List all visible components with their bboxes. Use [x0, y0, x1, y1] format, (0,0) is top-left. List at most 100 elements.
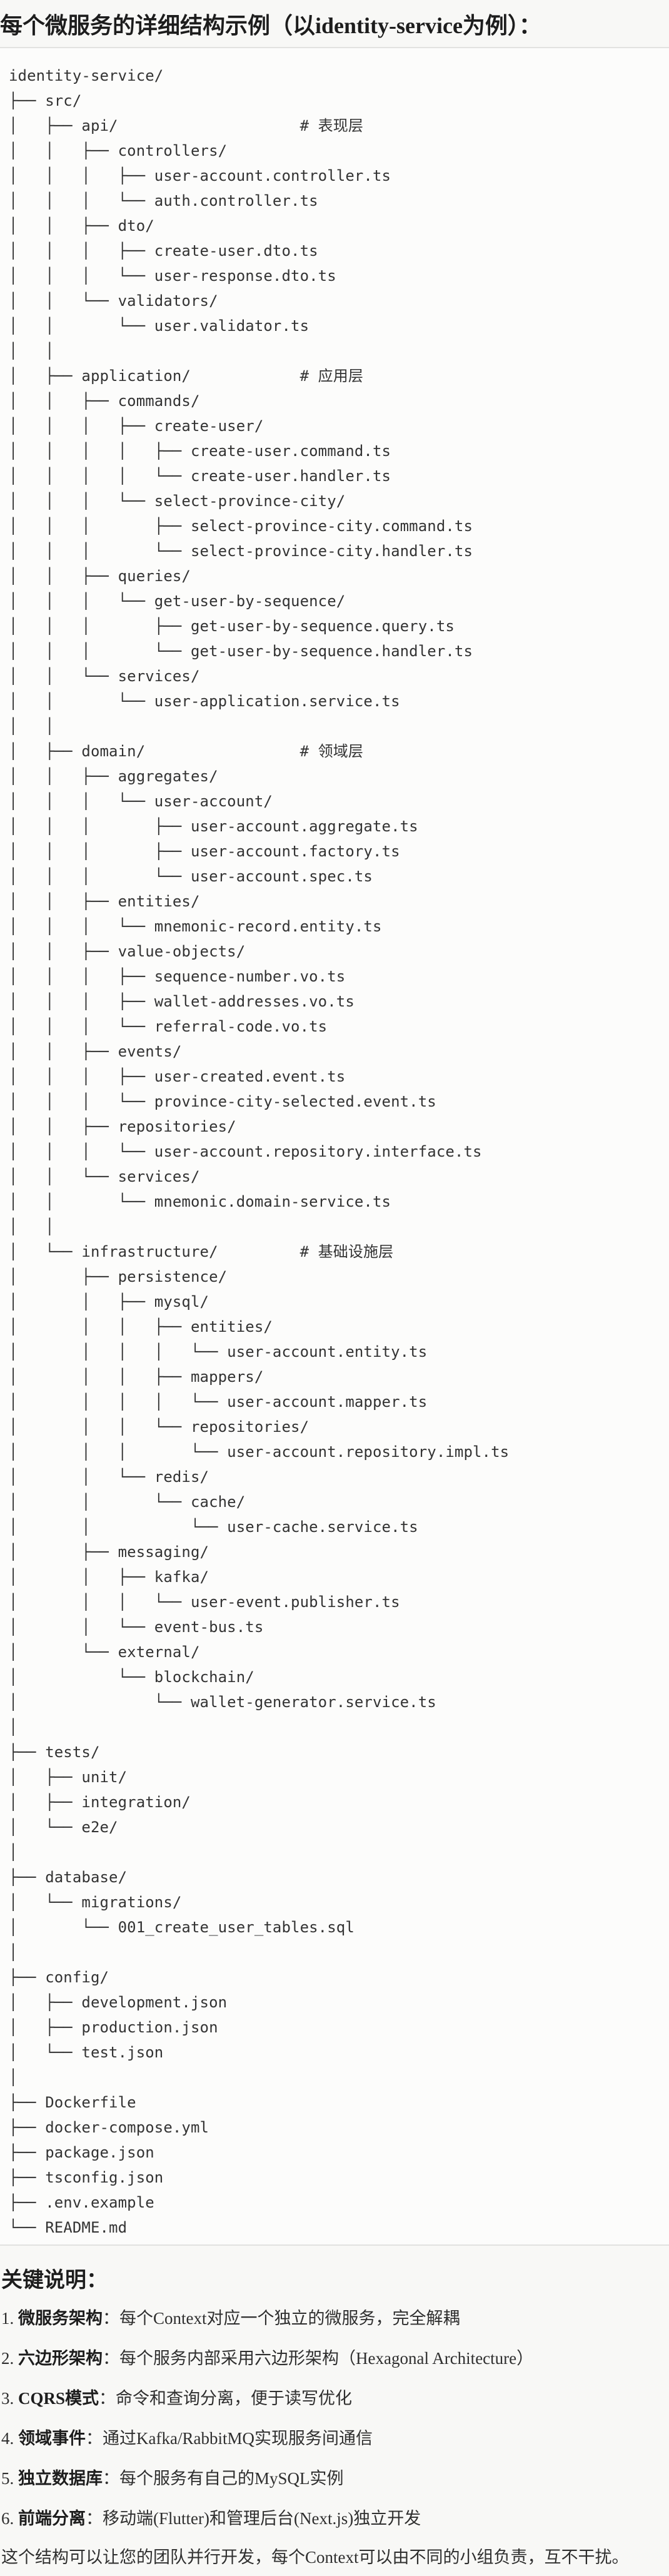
tree-line: │ ├── development.json	[9, 1994, 228, 2011]
tree-line: │ │ └── cache/	[9, 1493, 246, 1511]
tree-line: │ └── test.json	[9, 2044, 164, 2061]
tree-line: │ │ └── event-bus.ts	[9, 1618, 264, 1636]
note-number: 5.	[1, 2469, 18, 2488]
tree-line: │ │ ├── entities/	[9, 893, 200, 910]
tree-line: ├── docker-compose.yml	[9, 2119, 209, 2136]
tree-line: │ │ │ └── user-event.publisher.ts	[9, 1593, 400, 1611]
tree-line: ├── .env.example	[9, 2194, 154, 2211]
tree-line: │ ├── application/ # 应用层	[9, 367, 363, 385]
tree-line: │ │ │ ├── user-account.aggregate.ts	[9, 818, 418, 835]
tree-line: │ ├── domain/ # 领域层	[9, 743, 363, 760]
tree-line: │ │ ├── dto/	[9, 217, 154, 235]
tree-line: │ │ ├── mysql/	[9, 1293, 209, 1311]
tree-line: │ │	[9, 718, 54, 735]
key-note-item: 6. 前端分离：移动端(Flutter)和管理后台(Next.js)独立开发	[1, 2498, 669, 2538]
key-note-item: 2. 六边形架构：每个服务内部采用六边形架构（Hexagonal Archite…	[1, 2338, 669, 2378]
key-note-item: 5. 独立数据库：每个服务有自己的MySQL实例	[1, 2458, 669, 2498]
tree-line: ├── tsconfig.json	[9, 2169, 164, 2186]
tree-line: │ │ │ └── referral-code.vo.ts	[9, 1018, 328, 1035]
tree-line: │ ├── production.json	[9, 2019, 218, 2036]
tree-line: │ │ │ ├── create-user/	[9, 417, 264, 435]
note-term: 领域事件	[18, 2429, 86, 2448]
tree-line: │ │ │ ├── select-province-city.command.t…	[9, 517, 473, 535]
note-text: ：通过Kafka/RabbitMQ实现服务间通信	[86, 2429, 373, 2448]
note-number: 2.	[1, 2349, 18, 2368]
tree-line: ├── config/	[9, 1969, 109, 1986]
tree-line: │	[9, 1718, 18, 1736]
note-text: ：每个服务内部采用六边形架构（Hexagonal Architecture）	[103, 2349, 534, 2368]
tree-line: │	[9, 2069, 18, 2086]
tree-line: │ │ │ └── mnemonic-record.entity.ts	[9, 918, 382, 935]
tree-line: identity-service/	[9, 67, 164, 84]
tree-line: │ │ │ └── select-province-city.handler.t…	[9, 542, 473, 560]
tree-line: │	[9, 1944, 18, 1961]
tree-line: │ │ │ └── user-account/	[9, 793, 273, 810]
tree-line: │ │ ├── commands/	[9, 392, 200, 410]
tree-line: │ │ │ └── user-account.repository.impl.t…	[9, 1443, 510, 1461]
tree-line: │ │ │ │ └── create-user.handler.ts	[9, 467, 391, 485]
tree-line: │ └── wallet-generator.service.ts	[9, 1693, 436, 1711]
tree-line: │ │ │ └── select-province-city/	[9, 492, 346, 510]
tree-line: │ │ └── mnemonic.domain-service.ts	[9, 1193, 391, 1210]
tree-line: │ │ └── user-application.service.ts	[9, 692, 400, 710]
tree-line: │ ├── api/ # 表现层	[9, 117, 363, 134]
tree-line: │ │ ├── queries/	[9, 567, 191, 585]
tree-line: │ │ ├── controllers/	[9, 142, 228, 160]
tree-line: │ │ │ ├── wallet-addresses.vo.ts	[9, 993, 355, 1010]
note-text: ：每个服务有自己的MySQL实例	[103, 2469, 344, 2488]
tree-line: │ │ │ ├── user-created.event.ts	[9, 1068, 346, 1085]
key-note-item: 3. CQRS模式：命令和查询分离，便于读写优化	[1, 2378, 669, 2418]
tree-line: │ ├── integration/	[9, 1793, 191, 1811]
key-note-item: 1. 微服务架构：每个Context对应一个独立的微服务，完全解耦	[1, 2298, 669, 2338]
tree-line: ├── tests/	[9, 1743, 100, 1761]
tree-line: │ │	[9, 342, 54, 360]
note-number: 3.	[1, 2389, 18, 2408]
note-number: 6.	[1, 2509, 18, 2528]
tree-line: ├── database/	[9, 1869, 128, 1886]
tree-line: │ │ │ │ └── user-account.mapper.ts	[9, 1393, 428, 1411]
tree-line: │	[9, 1843, 18, 1861]
tree-line: │ │ │ │ ├── create-user.command.ts	[9, 442, 391, 460]
tree-line: │ │ │ ├── create-user.dto.ts	[9, 242, 318, 260]
tree-line: ├── Dockerfile	[9, 2094, 136, 2111]
tree-line: ├── src/	[9, 92, 82, 109]
key-notes-heading: 关键说明：	[1, 2269, 108, 2292]
tree-line: │ │ │ └── get-user-by-sequence.handler.t…	[9, 642, 473, 660]
tree-line: │ │ ├── repositories/	[9, 1118, 236, 1135]
tree-line: │ │ └── validators/	[9, 292, 218, 310]
tree-line: │ │ ├── value-objects/	[9, 943, 246, 960]
key-note-item: 4. 领域事件：通过Kafka/RabbitMQ实现服务间通信	[1, 2418, 669, 2458]
tree-line: │ │ └── user.validator.ts	[9, 317, 309, 335]
tree-line: │ ├── messaging/	[9, 1543, 209, 1561]
tree-line: └── README.md	[9, 2219, 128, 2236]
tree-line: │ │ │ └── get-user-by-sequence/	[9, 592, 346, 610]
note-term: CQRS模式	[18, 2389, 99, 2408]
tree-line: │ │ │ ├── sequence-number.vo.ts	[9, 968, 346, 985]
tree-line: │ │ │ ├── entities/	[9, 1318, 273, 1336]
tree-line: │ │ │ └── auth.controller.ts	[9, 192, 318, 210]
tree-line: │ │ │ └── user-account.repository.interf…	[9, 1143, 482, 1160]
tree-line: │ │ │ └── repositories/	[9, 1418, 309, 1436]
directory-tree-code-block: identity-service/ ├── src/ │ ├── api/ # 表现…	[0, 48, 669, 2246]
note-text: ：移动端(Flutter)和管理后台(Next.js)独立开发	[86, 2509, 421, 2528]
tree-line: ├── package.json	[9, 2144, 154, 2161]
tree-line: │ │ │ ├── mappers/	[9, 1368, 264, 1386]
tree-line: │ ├── persistence/	[9, 1268, 228, 1285]
tree-line: │ │ └── services/	[9, 1168, 200, 1185]
note-text: ：命令和查询分离，便于读写优化	[99, 2389, 353, 2408]
tree-line: │ └── migrations/	[9, 1894, 182, 1911]
tree-line: │ └── blockchain/	[9, 1668, 254, 1686]
tree-line: │ │ └── user-cache.service.ts	[9, 1518, 418, 1536]
tree-line: │ │ │ ├── user-account.factory.ts	[9, 843, 400, 860]
note-term: 独立数据库	[18, 2469, 103, 2488]
note-number: 1.	[1, 2309, 18, 2328]
tree-line: │ │ └── redis/	[9, 1468, 209, 1486]
note-term: 前端分离	[18, 2509, 86, 2528]
tree-line: │ │ ├── kafka/	[9, 1568, 209, 1586]
summary-text: 这个结构可以让您的团队并行开发，每个Context可以由不同的小组负责，互不干扰…	[1, 2548, 629, 2567]
note-term: 微服务架构	[18, 2309, 103, 2328]
tree-line: │ │ ├── events/	[9, 1043, 182, 1060]
tree-line: │ │ └── services/	[9, 667, 200, 685]
